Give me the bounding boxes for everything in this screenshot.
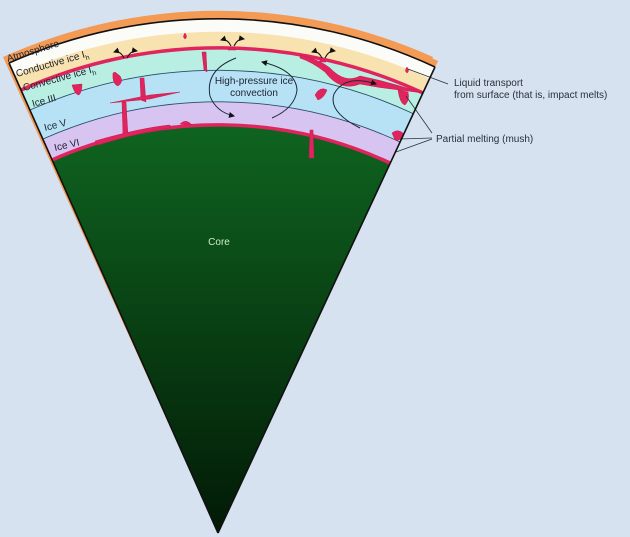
convective-upwelling-arrows: [113, 35, 336, 59]
label-ice-v: Ice V: [43, 118, 68, 134]
melt-features: [71, 32, 424, 159]
layers: [6, 12, 438, 534]
callout-partial-melting: Partial melting (mush): [436, 134, 533, 145]
layer-labels: Atmosphere Conductive ice Ih Convective …: [6, 38, 231, 248]
svg-text:from surface (that is, impact: from surface (that is, impact melts): [454, 90, 607, 101]
wedge-outline: [8, 62, 436, 534]
layer-boundaries: [8, 17, 436, 165]
convection-label: High-pressure ice convection: [215, 76, 294, 99]
callout-liquid-transport: Liquid transport from surface (that is, …: [454, 78, 607, 101]
svg-text:Liquid transport: Liquid transport: [454, 78, 523, 89]
label-core: Core: [208, 237, 230, 248]
core: [52, 124, 390, 534]
svg-text:High-pressure ice: High-pressure ice: [215, 76, 294, 87]
svg-text:convection: convection: [230, 88, 278, 99]
callout-leaders: [395, 68, 449, 153]
svg-text:Partial melting (mush): Partial melting (mush): [436, 134, 533, 145]
convection-cell-arrows: [208, 57, 377, 129]
